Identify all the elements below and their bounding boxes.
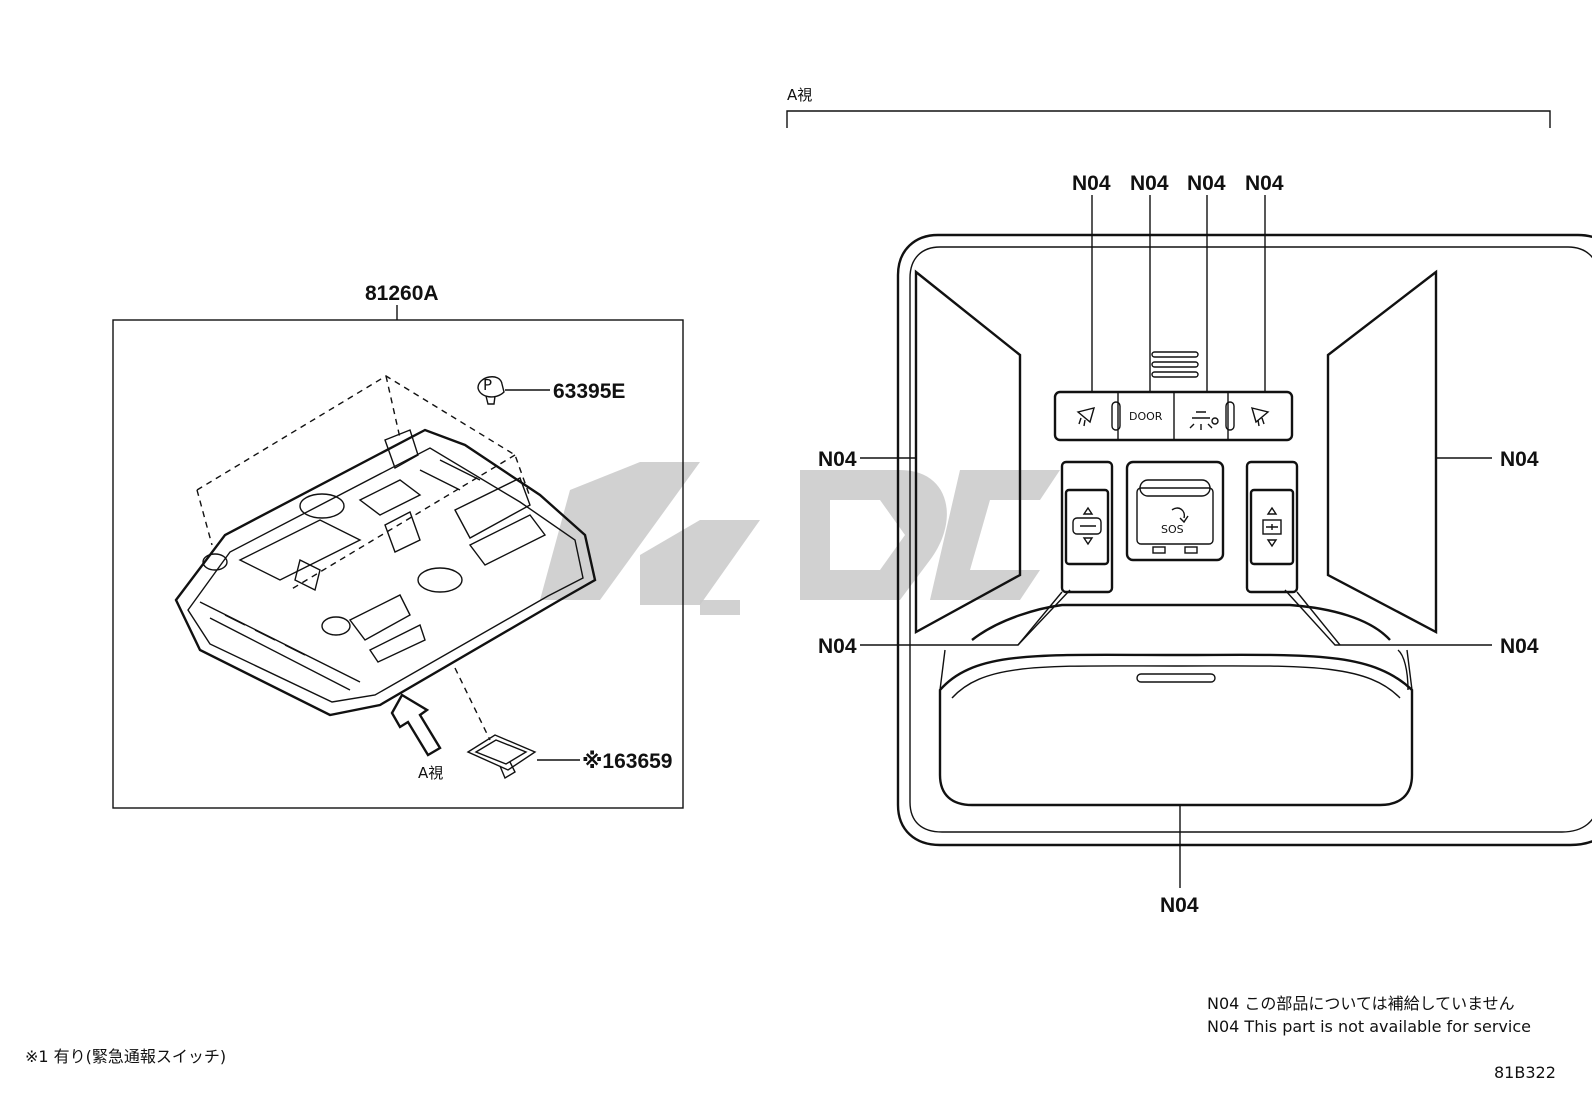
left-side-panel xyxy=(914,269,1022,635)
sos-call-icon xyxy=(1171,507,1189,524)
sunglasses-holder xyxy=(938,649,1414,807)
callout-label: N04 xyxy=(1187,172,1226,195)
right-side-panel xyxy=(1326,269,1438,634)
callout-label: N04 xyxy=(1130,172,1169,195)
part-label-bracket: ※163659 xyxy=(582,750,673,773)
svg-text:P: P xyxy=(483,376,492,394)
bracket-part: ※163659 xyxy=(454,667,673,780)
overhead-console-outline xyxy=(896,233,1592,847)
watermark-logo xyxy=(540,462,1060,615)
sunroof-tilt-icon xyxy=(1072,506,1102,546)
callout-label: N04 xyxy=(818,448,857,471)
callout-label: N04 xyxy=(1072,172,1111,195)
sunroof-switch xyxy=(1060,460,1114,594)
right-view-panel: A視 DOOR xyxy=(786,86,1592,917)
view-label-right: A視 xyxy=(787,86,812,104)
view-label-left: A視 xyxy=(418,764,443,782)
sos-module: SOS xyxy=(1125,460,1225,562)
left-assembly-panel: 81260A xyxy=(112,282,684,809)
callout-label: N04 xyxy=(818,635,857,658)
door-button-label: DOOR xyxy=(1129,410,1163,423)
notes: N04 この部品については補給していません N04 This part is n… xyxy=(25,994,1556,1082)
clip-part: P 63395E xyxy=(477,376,625,405)
map-light-icon xyxy=(1076,407,1096,427)
footnote: ※1 有り(緊急通報スイッチ) xyxy=(25,1047,226,1066)
sunshade-icon xyxy=(1262,506,1282,548)
callout-label: N04 xyxy=(1245,172,1284,195)
view-arrow: A視 xyxy=(390,693,443,782)
part-label-clip: 63395E xyxy=(553,380,625,403)
sunshade-switch xyxy=(1245,460,1299,594)
console-housing xyxy=(174,428,597,717)
center-vent xyxy=(1151,351,1199,378)
callout-label: N04 xyxy=(1500,635,1539,658)
note-english: N04 This part is not available for servi… xyxy=(1207,1017,1531,1036)
callout-label: N04 xyxy=(1500,448,1539,471)
dome-light-icon xyxy=(1189,411,1219,430)
assembly-label: 81260A xyxy=(365,282,439,305)
callout-label: N04 xyxy=(1160,894,1199,917)
light-button-strip: DOOR xyxy=(1053,390,1294,442)
sos-button-label: SOS xyxy=(1161,523,1184,536)
callouts: N04 N04 N04 N04 N04 N04 N04 N04 N04 xyxy=(818,172,1539,917)
reference-code: 81B322 xyxy=(1494,1063,1556,1082)
map-light-icon xyxy=(1250,407,1270,427)
note-japanese: N04 この部品については補給していません xyxy=(1207,994,1515,1013)
assembly-frame xyxy=(112,319,684,809)
